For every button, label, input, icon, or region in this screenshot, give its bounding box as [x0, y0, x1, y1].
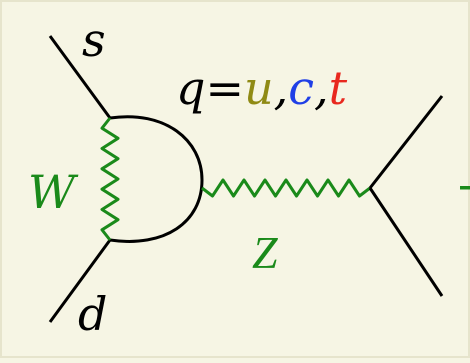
down-quark-line: [48, 239, 112, 323]
quark-t-label: t: [329, 61, 348, 115]
quark-separator-1: ,: [274, 61, 289, 115]
down-quark-label: d: [78, 287, 107, 341]
z-boson-label: Z: [252, 227, 278, 278]
cropped-edge-mark: -: [458, 157, 470, 211]
quark-separator-2: ,: [314, 61, 329, 115]
strange-quark-line: [48, 35, 112, 119]
quark-c-label: c: [288, 61, 314, 115]
lepton-line-upper: [368, 95, 444, 189]
quark-flavor-label: q=u,c,t: [176, 61, 348, 115]
quark-prefix: q=: [176, 61, 244, 115]
lepton-line-lower: [368, 187, 444, 297]
w-boson-label: W: [28, 165, 79, 219]
quark-loop-line: [109, 115, 204, 243]
quark-u-label: u: [244, 61, 274, 115]
z-boson-line: [201, 178, 371, 198]
w-boson-line: [100, 117, 120, 241]
strange-quark-label: s: [82, 13, 106, 67]
